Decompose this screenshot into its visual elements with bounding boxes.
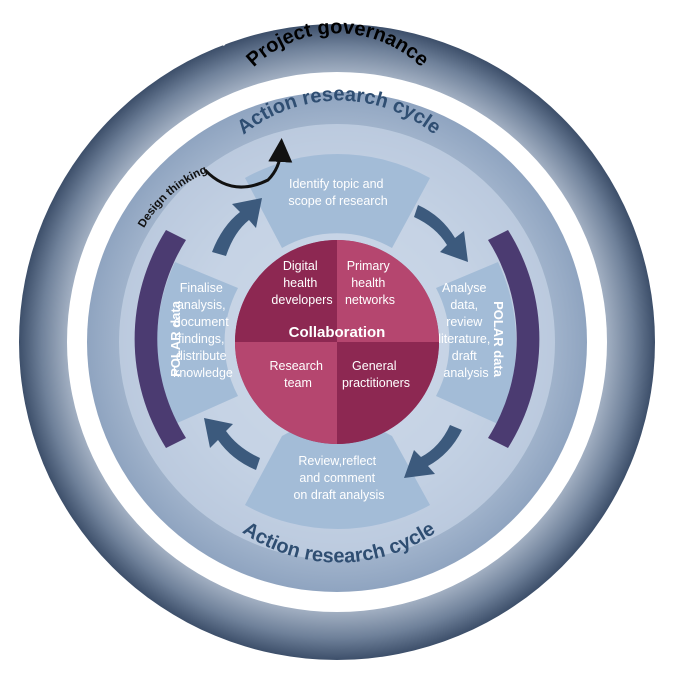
step-segments <box>156 153 517 530</box>
collaboration-title: Collaboration <box>289 324 386 341</box>
segment-right <box>436 262 517 424</box>
polar-bar-left <box>134 230 186 448</box>
arrow-right-to-bottom[interactable] <box>404 425 462 478</box>
segment-bottom <box>245 421 430 530</box>
center-quadrant-top-right <box>337 240 439 342</box>
segment-top <box>245 153 430 248</box>
step-right-text: Analyse data, review literature, draft a… <box>438 281 494 380</box>
center-bottom-left-text: Research team <box>270 359 327 390</box>
arrow-top-to-right[interactable] <box>414 205 468 262</box>
center-quadrant-bottom-left <box>235 342 337 444</box>
step-top-text: Identify topic and scope of research <box>288 177 387 208</box>
center-quadrant-bottom-right <box>337 342 439 444</box>
center-top-left-text: Digital health developers <box>271 259 332 307</box>
design-thinking-arrow <box>203 138 293 189</box>
cycle-arrows <box>204 198 468 478</box>
polar-bars <box>134 230 540 448</box>
polar-label-left: POLAR data <box>168 300 183 377</box>
polar-bar-right <box>488 230 540 448</box>
polar-label-right: POLAR data <box>491 301 506 378</box>
center-quadrant-top-left <box>235 240 337 342</box>
center-bottom-right-text: General practitioners <box>342 359 410 390</box>
center-top-right-text: Primary health networks <box>345 259 395 307</box>
arrow-left-to-top[interactable] <box>212 198 262 256</box>
arrow-bottom-to-left[interactable] <box>204 418 260 470</box>
segment-left <box>156 262 238 424</box>
step-bottom-text: Review,reflect and comment on draft anal… <box>293 454 384 502</box>
step-left-text: Finalise analysis, document findings, di… <box>173 281 233 380</box>
collaboration-circle <box>235 240 439 444</box>
